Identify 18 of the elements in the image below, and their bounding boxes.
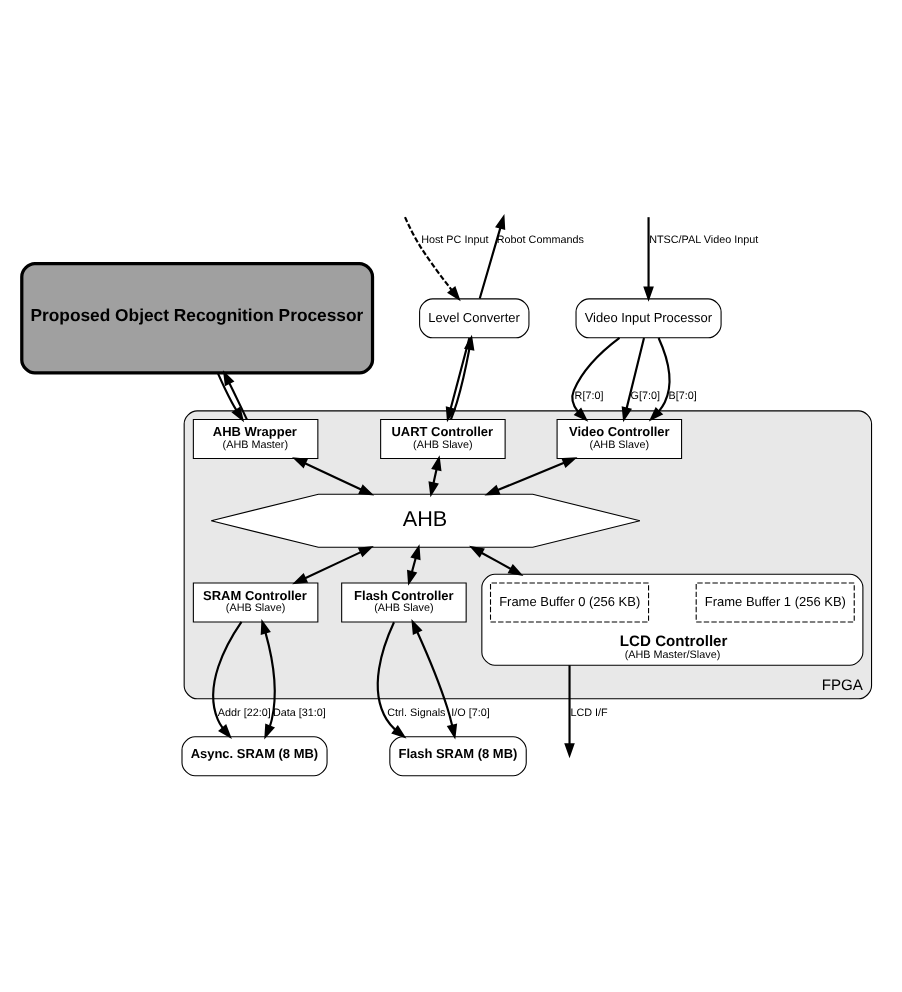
arrow bbox=[484, 457, 578, 496]
node-box: Proposed Object Recognition Processor bbox=[20, 262, 375, 375]
arrow bbox=[564, 665, 575, 759]
arrow bbox=[260, 619, 276, 740]
arrow bbox=[292, 457, 375, 496]
arrow bbox=[411, 619, 458, 740]
arrow bbox=[222, 370, 248, 420]
arrow bbox=[216, 372, 245, 423]
arrow bbox=[404, 216, 461, 302]
arrow bbox=[571, 337, 621, 422]
arrow bbox=[621, 337, 646, 423]
arrow bbox=[643, 217, 654, 302]
arrow bbox=[469, 545, 524, 576]
arrow bbox=[648, 337, 671, 422]
arrow bbox=[292, 546, 374, 585]
arrow bbox=[212, 621, 243, 740]
arrow bbox=[376, 621, 407, 739]
arrow bbox=[478, 214, 506, 299]
